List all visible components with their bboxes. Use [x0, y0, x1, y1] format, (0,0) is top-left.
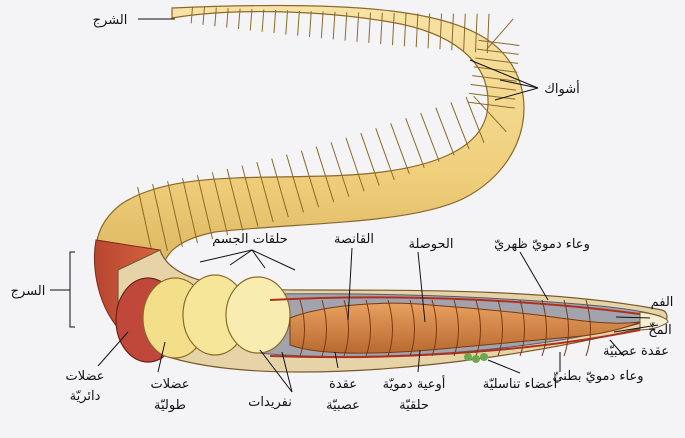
segment-line [421, 113, 440, 162]
label-longitudinal-muscles-2: طوليّة [154, 398, 186, 413]
label-ganglion-2: عصبيّة [326, 398, 360, 413]
segment-line [286, 10, 288, 34]
segment-line [451, 102, 469, 149]
segment-line [436, 108, 454, 156]
segment-line [321, 11, 323, 38]
segment-line [298, 11, 300, 36]
label-ganglion-1: عقدة [329, 377, 357, 392]
label-crop: القانصة [334, 232, 374, 247]
label-clitellum: السرج [11, 284, 46, 299]
segment-line [274, 10, 276, 33]
label-dorsal-vessel: وعاء دمويّ ظهريّ [494, 237, 590, 252]
label-mouth: الفم [651, 295, 674, 310]
cross-section-3 [226, 277, 290, 353]
label-reproductive-organs: أعضاء تناسليّة [483, 375, 557, 392]
label-circular-muscles-1: عضلات [65, 369, 104, 384]
segment-line [333, 12, 335, 40]
label-ring-vessels-2: حلقيّة [399, 398, 429, 413]
label-ring-vessels-1: أوعية دمويّة [383, 375, 446, 392]
segment-line [391, 123, 410, 174]
label-setae: أشواك [544, 80, 580, 97]
label-anus: الشرج [93, 13, 128, 28]
label-circular-muscles-2: دائريّة [70, 389, 101, 404]
label-gizzard: الحوصلة [409, 237, 454, 252]
label-nerve-ganglion-right: عقدة عصبيّة [603, 344, 669, 359]
label-nephridia: نفريدات [248, 395, 292, 410]
label-body-rings: حلقات الجسم [212, 232, 287, 247]
label-ventral-vessel: وعاء دمويّ بطنيّ [552, 369, 643, 384]
segment-line [250, 9, 252, 30]
label-longitudinal-muscles-1: عضلات [150, 377, 189, 392]
segment-line [262, 10, 264, 32]
worm-body-upper [96, 5, 524, 285]
segment-line [309, 11, 311, 37]
label-brain: المخّ [648, 322, 671, 338]
segment-line [406, 118, 425, 168]
